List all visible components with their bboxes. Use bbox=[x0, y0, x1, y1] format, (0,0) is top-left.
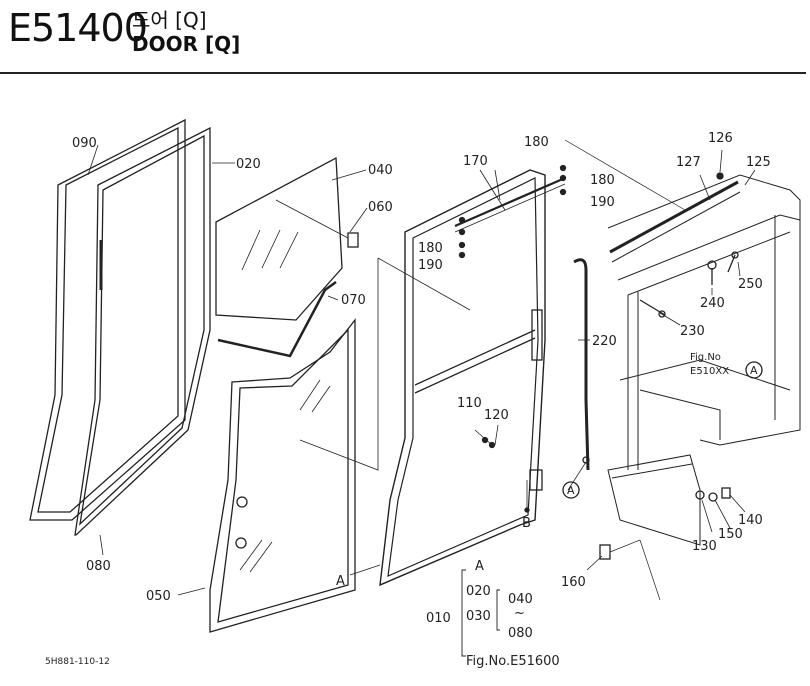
page-header: E51400 도어 [Q] DOOR [Q] bbox=[0, 0, 810, 74]
label-190-a: 190 bbox=[590, 195, 615, 210]
reference-plane bbox=[299, 257, 471, 471]
part-090-weatherstrip bbox=[29, 118, 186, 521]
label-020: 020 bbox=[236, 157, 261, 172]
label-126: 126 bbox=[708, 131, 733, 146]
kit-letter-a: A bbox=[475, 559, 484, 574]
label-125: 125 bbox=[746, 155, 771, 170]
label-180-c: 180 bbox=[418, 241, 443, 256]
part-127-rail bbox=[609, 172, 741, 263]
kit-040: 040 bbox=[508, 592, 533, 607]
circle-a-label-right: A bbox=[750, 364, 758, 377]
kit-bracket bbox=[461, 569, 500, 657]
footer-code: 5H881-110-12 bbox=[45, 657, 110, 667]
letter-b: B bbox=[522, 516, 531, 531]
label-080: 080 bbox=[86, 559, 111, 574]
label-040: 040 bbox=[368, 163, 393, 178]
label-130: 130 bbox=[692, 539, 717, 554]
circle-markers bbox=[562, 361, 763, 499]
part-170-stay-bar bbox=[454, 169, 566, 233]
label-090: 090 bbox=[72, 136, 97, 151]
label-180-a: 180 bbox=[524, 135, 549, 150]
label-050: 050 bbox=[146, 589, 171, 604]
kit-010: 010 bbox=[426, 611, 451, 626]
label-230: 230 bbox=[680, 324, 705, 339]
bolts-240-250 bbox=[707, 251, 739, 285]
header-divider bbox=[0, 72, 806, 74]
label-150: 150 bbox=[718, 527, 743, 542]
label-160: 160 bbox=[561, 575, 586, 590]
letter-a-left: A bbox=[336, 574, 345, 589]
title-korean: 도어 [Q] bbox=[132, 8, 207, 32]
fig-no-label: Fig.No bbox=[690, 352, 721, 363]
label-060: 060 bbox=[368, 200, 393, 215]
label-170: 170 bbox=[463, 154, 488, 169]
bolt-230 bbox=[639, 299, 666, 318]
label-240: 240 bbox=[700, 296, 725, 311]
door-frame bbox=[379, 169, 546, 587]
part-050-lower-glass bbox=[209, 318, 356, 633]
fig-ref-e510xx: E510XX bbox=[690, 366, 729, 377]
label-120: 120 bbox=[484, 408, 509, 423]
part-group-code: E51400 bbox=[8, 6, 148, 50]
fasteners-110-120 bbox=[474, 424, 499, 446]
label-190-b: 190 bbox=[418, 258, 443, 273]
label-180-b: 180 bbox=[590, 173, 615, 188]
label-140: 140 bbox=[738, 513, 763, 528]
part-040-upper-glass bbox=[215, 156, 343, 321]
part-060-latch bbox=[275, 199, 359, 248]
part-labels: 090 020 040 060 070 080 050 170 180 180 … bbox=[72, 131, 771, 604]
part-070-seal-strip bbox=[217, 280, 337, 358]
fasteners-130-150 bbox=[695, 487, 731, 502]
label-070: 070 bbox=[341, 293, 366, 308]
leader-lines bbox=[87, 144, 756, 596]
title-english: DOOR [Q] bbox=[132, 32, 241, 56]
kit-030: 030 bbox=[466, 609, 491, 624]
label-127: 127 bbox=[676, 155, 701, 170]
circle-a-label-mid: A bbox=[567, 484, 575, 497]
kit-080: 080 bbox=[508, 626, 533, 641]
label-250: 250 bbox=[738, 277, 763, 292]
label-110: 110 bbox=[457, 396, 482, 411]
kit-tilde: ~ bbox=[514, 606, 525, 621]
kit-020: 020 bbox=[466, 584, 491, 599]
reference-labels: Fig.No E510XX A A B A bbox=[336, 352, 758, 589]
kit-fig-ref: Fig.No.E51600 bbox=[466, 654, 560, 669]
cab-structure bbox=[607, 174, 801, 601]
part-160-bracket bbox=[599, 539, 641, 560]
part-220-gas-strut bbox=[567, 258, 590, 491]
kit-labels: A 010 020 030 040 ~ 080 Fig.No.E51600 bbox=[426, 559, 560, 669]
part-020-080-seal bbox=[74, 126, 211, 536]
label-220: 220 bbox=[592, 334, 617, 349]
